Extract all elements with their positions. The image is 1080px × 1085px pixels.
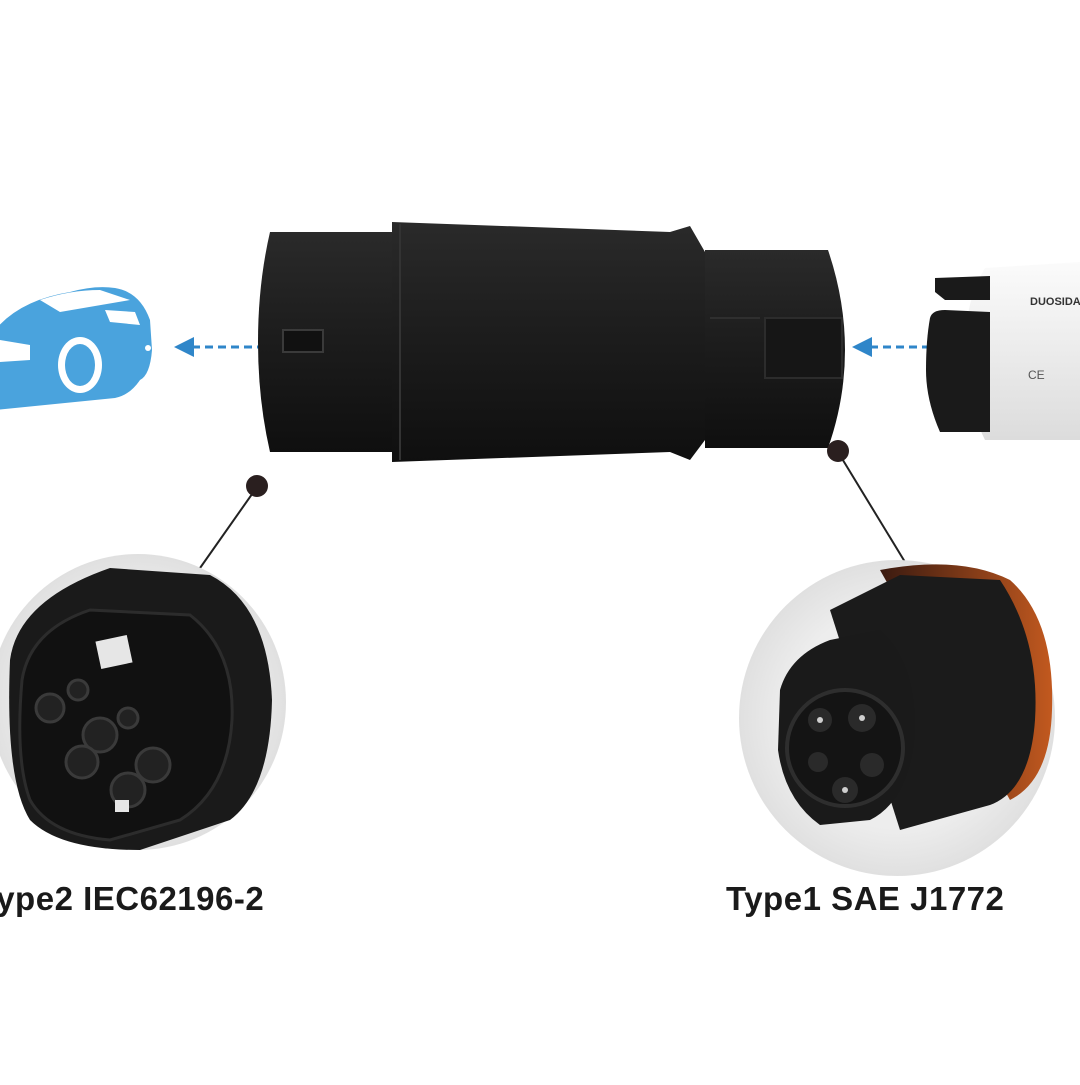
type2-label: Type2 IEC62196-2 <box>0 880 265 917</box>
type1-socket-detail <box>739 560 1055 876</box>
type1-plug <box>926 262 1080 440</box>
plug-brand-text: DUOSIDA <box>1030 296 1080 308</box>
adapter-body <box>258 222 845 462</box>
leader-line-right <box>827 440 906 563</box>
leader-line-left <box>192 475 268 579</box>
type2-socket-detail <box>0 554 286 850</box>
type1-label: Type1 SAE J1772 <box>726 880 1005 917</box>
car-icon <box>0 287 152 410</box>
ce-mark: CE <box>1028 368 1045 382</box>
